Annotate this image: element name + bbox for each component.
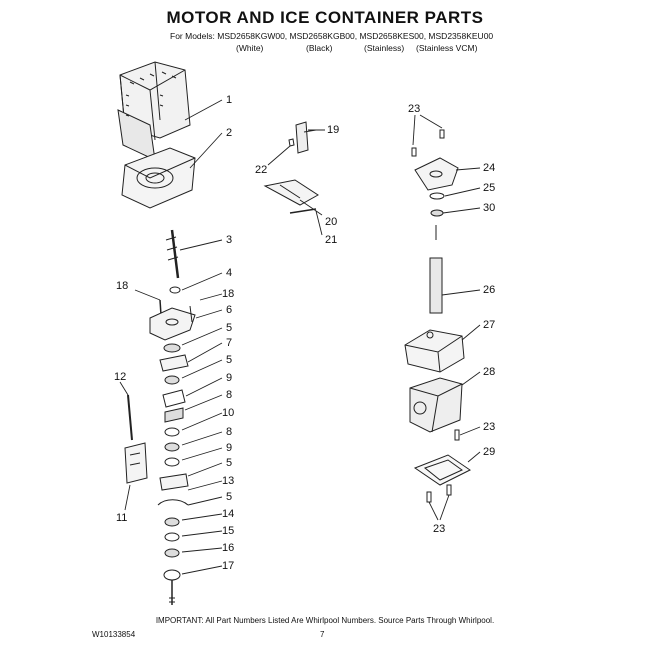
callout-10: 10 bbox=[222, 407, 234, 419]
callout-5a: 5 bbox=[226, 322, 232, 334]
callout-9a: 9 bbox=[226, 372, 232, 384]
callout-29: 29 bbox=[483, 446, 495, 458]
callout-1: 1 bbox=[226, 94, 232, 106]
callout-8a: 8 bbox=[226, 389, 232, 401]
callout-16: 16 bbox=[222, 542, 234, 554]
bracket-and-rod-illustration bbox=[124, 394, 148, 484]
auger-parts-stack bbox=[149, 229, 196, 605]
callout-21: 21 bbox=[325, 234, 337, 246]
callout-23-mid: 23 bbox=[483, 421, 495, 433]
callout-3: 3 bbox=[226, 234, 232, 246]
leader-lines bbox=[119, 99, 481, 575]
callout-14: 14 bbox=[222, 508, 234, 520]
callout-12: 12 bbox=[114, 371, 126, 383]
callout-2: 2 bbox=[226, 127, 232, 139]
callout-28: 28 bbox=[483, 366, 495, 378]
callout-27: 27 bbox=[483, 319, 495, 331]
finish-black: (Black) bbox=[306, 43, 333, 53]
finish-stainless: (Stainless) bbox=[364, 43, 405, 53]
page-title: MOTOR AND ICE CONTAINER PARTS bbox=[166, 8, 484, 27]
models-line: For Models: MSD2658KGW00, MSD2658KGB00, … bbox=[170, 31, 494, 41]
callout-9b: 9 bbox=[226, 442, 232, 454]
callout-5d: 5 bbox=[226, 491, 232, 503]
callout-4: 4 bbox=[226, 267, 232, 279]
finish-white: (White) bbox=[236, 43, 264, 53]
callout-23-bottom: 23 bbox=[433, 523, 445, 535]
footer-note: IMPORTANT: All Part Numbers Listed Are W… bbox=[155, 616, 495, 625]
callout-20: 20 bbox=[325, 216, 337, 228]
callout-18-right: 18 bbox=[222, 288, 234, 300]
callout-labels: 1 2 3 4 18 18 6 5 7 5 9 8 10 8 9 5 13 5 … bbox=[114, 94, 495, 572]
auger-housing-illustration bbox=[121, 147, 196, 209]
callout-5b: 5 bbox=[226, 354, 232, 366]
ice-container-illustration bbox=[117, 61, 191, 161]
page-number: 7 bbox=[320, 630, 325, 639]
finish-stainless-vcm: (Stainless VCM) bbox=[416, 43, 478, 53]
callout-6: 6 bbox=[226, 304, 232, 316]
callout-15: 15 bbox=[222, 525, 234, 537]
center-parts-illustration bbox=[263, 121, 319, 214]
callout-25: 25 bbox=[483, 182, 495, 194]
callout-30: 30 bbox=[483, 202, 495, 214]
callout-18-left: 18 bbox=[116, 280, 128, 292]
callout-23-top: 23 bbox=[408, 103, 420, 115]
callout-17: 17 bbox=[222, 560, 234, 572]
callout-8b: 8 bbox=[226, 426, 232, 438]
callout-7: 7 bbox=[226, 337, 232, 349]
callout-13: 13 bbox=[222, 475, 234, 487]
callout-11: 11 bbox=[116, 512, 127, 524]
callout-24: 24 bbox=[483, 162, 495, 174]
callout-5c: 5 bbox=[226, 457, 232, 469]
motor-parts-illustration bbox=[404, 129, 471, 503]
callout-22: 22 bbox=[255, 164, 267, 176]
callout-26: 26 bbox=[483, 284, 495, 296]
callout-19: 19 bbox=[327, 124, 339, 136]
document-id: W10133854 bbox=[92, 630, 136, 639]
